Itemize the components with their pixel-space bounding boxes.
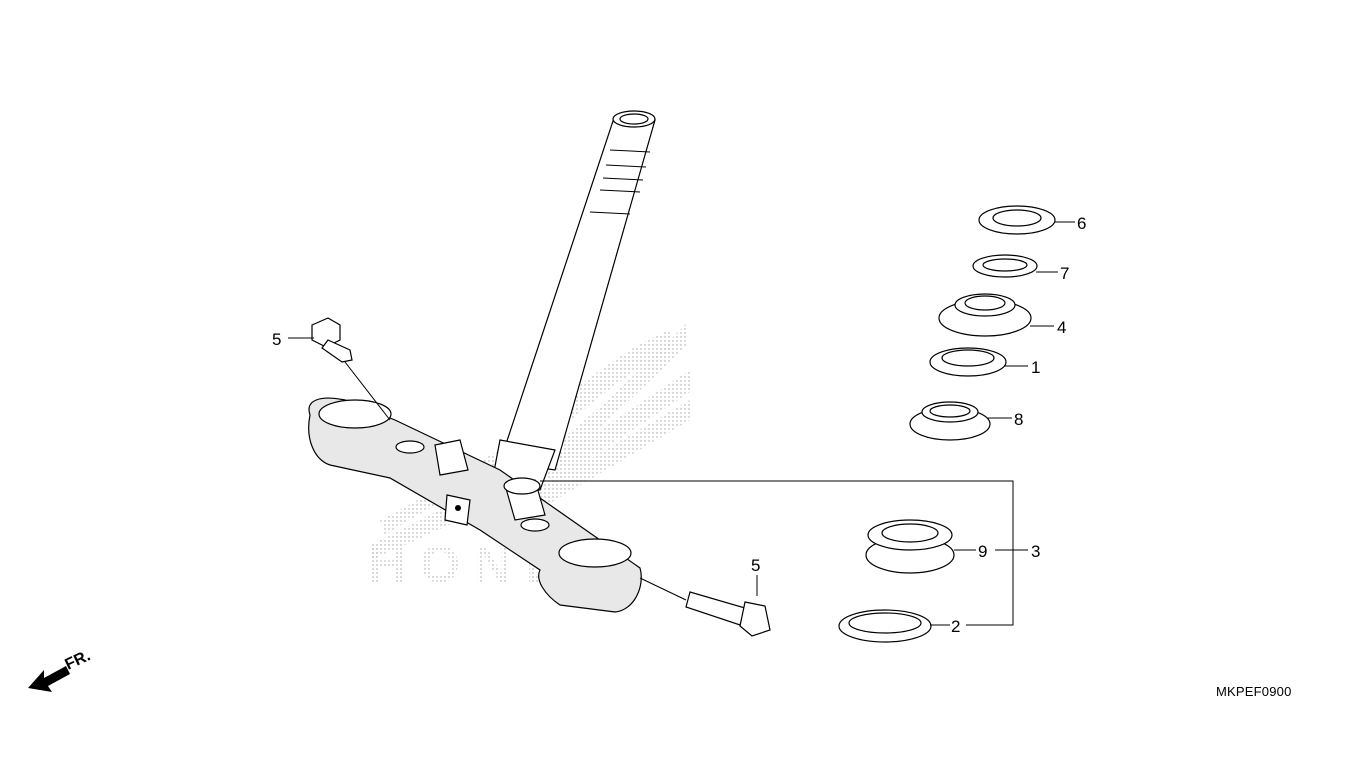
callout-7: 7 xyxy=(1060,264,1069,283)
part-4-adjusting-nut xyxy=(938,293,1032,337)
diagram-code: MKPEF0900 xyxy=(1216,684,1292,699)
callout-8: 8 xyxy=(1014,410,1023,429)
bolt-upper xyxy=(311,317,391,421)
bottom-bridge xyxy=(308,397,642,613)
callout-5-lower: 5 xyxy=(751,556,760,575)
part-7-washer xyxy=(972,254,1038,278)
part-9-bearing xyxy=(865,519,955,574)
part-1-dust-seal xyxy=(929,347,1007,377)
callout-2: 2 xyxy=(951,617,960,636)
leader-lines xyxy=(288,221,1075,626)
front-arrow-label: FR. xyxy=(63,647,94,673)
callout-9: 9 xyxy=(978,542,987,561)
callout-4: 4 xyxy=(1057,318,1066,337)
callout-6: 6 xyxy=(1077,214,1086,233)
part-6-nut xyxy=(978,205,1056,235)
callout-3: 3 xyxy=(1031,542,1040,561)
part-8-bearing xyxy=(909,401,991,441)
callout-1: 1 xyxy=(1031,358,1040,377)
front-arrow: FR. xyxy=(28,647,93,692)
bolt-lower xyxy=(639,577,771,637)
steering-stem xyxy=(491,110,656,491)
part-2-seal xyxy=(838,609,932,643)
callout-5-upper: 5 xyxy=(272,330,281,349)
